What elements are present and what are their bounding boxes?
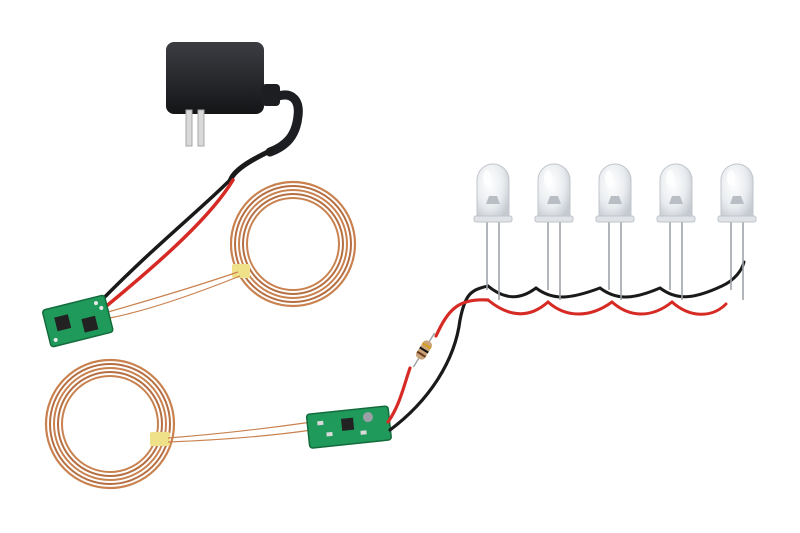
led-die-anvil bbox=[608, 196, 622, 204]
tx-coil-lead bbox=[109, 275, 241, 319]
led-flange bbox=[717, 215, 757, 223]
led bbox=[534, 163, 574, 300]
led-flange bbox=[473, 215, 513, 223]
led-bus-black bbox=[486, 260, 746, 299]
led-highlight bbox=[544, 170, 552, 186]
adapter-body bbox=[166, 42, 264, 114]
rx-coil-ring bbox=[57, 371, 163, 477]
tx-coil-tape bbox=[232, 264, 250, 278]
led bbox=[473, 163, 513, 300]
receiver-module bbox=[305, 405, 392, 449]
rx-coil-tape bbox=[150, 432, 170, 446]
tx-coil-ring bbox=[238, 189, 348, 299]
resistor-band bbox=[419, 346, 429, 354]
led-die-anvil bbox=[730, 196, 744, 204]
supply-wire-red bbox=[386, 366, 412, 424]
led bbox=[656, 163, 696, 300]
tx-pcb bbox=[41, 294, 114, 348]
led-bus-red bbox=[486, 298, 728, 316]
current-limiting-resistor bbox=[412, 332, 436, 368]
tx-chip bbox=[54, 314, 72, 332]
resistor-band bbox=[416, 350, 427, 358]
leds bbox=[473, 163, 757, 300]
tx-chip bbox=[81, 315, 99, 333]
led-flange bbox=[534, 215, 574, 223]
led-die-anvil bbox=[486, 196, 500, 204]
rx-component bbox=[317, 420, 324, 426]
tx-pad bbox=[99, 305, 104, 310]
led-highlight bbox=[483, 170, 491, 186]
rx-component bbox=[360, 430, 367, 435]
tx-coil-ring bbox=[246, 197, 340, 291]
tx-coil-ring bbox=[234, 185, 352, 303]
led-flange bbox=[595, 215, 635, 223]
adapter-prong-right bbox=[197, 109, 205, 147]
tx-coil-ring bbox=[229, 180, 357, 308]
led-lens bbox=[537, 163, 571, 221]
led-lens bbox=[659, 163, 693, 221]
rx-coil-ring bbox=[44, 358, 176, 490]
led-lens bbox=[598, 163, 632, 221]
rx-inductor bbox=[362, 412, 373, 423]
tx-coil-lead bbox=[107, 271, 239, 313]
receiver-coil bbox=[44, 358, 313, 490]
led-supply-wires bbox=[386, 284, 490, 432]
led-string bbox=[486, 260, 746, 316]
tx-pad bbox=[93, 301, 98, 306]
adapter-wire-red bbox=[102, 178, 235, 310]
adapter-prong-left bbox=[185, 109, 193, 147]
rx-component bbox=[326, 431, 333, 437]
led-die-anvil bbox=[669, 196, 683, 204]
transmitter-coil bbox=[107, 180, 357, 319]
adapter-wire-black bbox=[94, 178, 232, 308]
led-lens bbox=[720, 163, 754, 221]
rx-coil-lead bbox=[167, 421, 313, 439]
led-highlight bbox=[605, 170, 613, 186]
led-die-anvil bbox=[547, 196, 561, 204]
led-lens bbox=[476, 163, 510, 221]
tx-coil-ring bbox=[242, 193, 344, 295]
wall-power-adapter bbox=[166, 42, 303, 157]
resistor-band bbox=[421, 342, 432, 350]
supply-wire-black bbox=[388, 284, 490, 432]
led bbox=[717, 163, 757, 300]
rx-coil-ring bbox=[53, 367, 167, 481]
tx-pad bbox=[53, 337, 58, 342]
rx-chip bbox=[340, 417, 355, 431]
rx-coil-ring bbox=[61, 375, 159, 473]
adapter-cord-strain-relief bbox=[262, 84, 280, 106]
led-highlight bbox=[666, 170, 674, 186]
transmitter-module bbox=[41, 294, 114, 348]
adapter-cable bbox=[94, 147, 275, 310]
led bbox=[595, 163, 635, 300]
rx-coil-lead bbox=[167, 429, 313, 443]
led-flange bbox=[656, 215, 696, 223]
rx-coil-ring bbox=[49, 363, 171, 485]
adapter-cord-boot bbox=[265, 90, 303, 157]
supply-wire-red-after-resistor bbox=[434, 298, 490, 338]
led-highlight bbox=[727, 170, 735, 186]
